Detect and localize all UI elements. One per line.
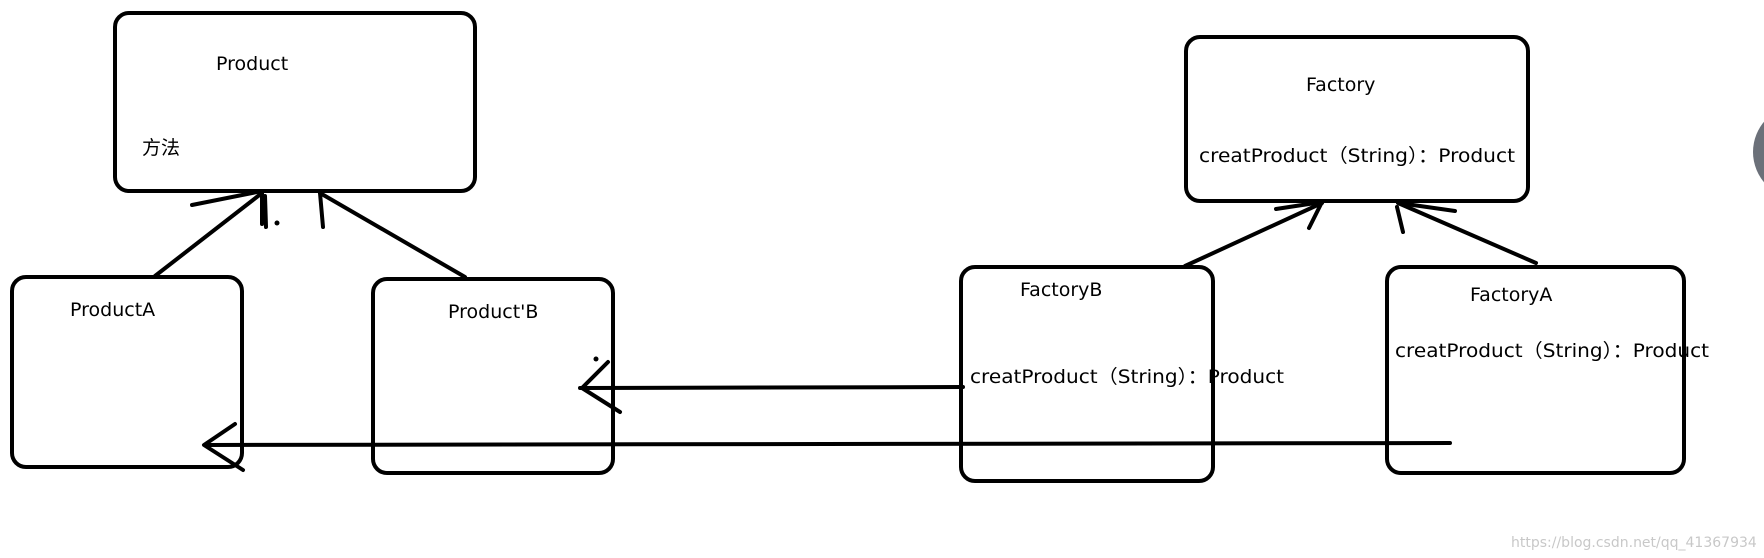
- factory-b-creates-arrowhead: [580, 360, 622, 414]
- product-b-inherit-arrowhead: [318, 191, 325, 229]
- watermark-text: https://blog.csdn.net/qq_41367934: [1511, 535, 1757, 551]
- product-box: [113, 11, 477, 193]
- dot-mark: [593, 356, 599, 362]
- product-a-inherit-line: [153, 191, 264, 278]
- factory-a-inherit-line: [1396, 201, 1538, 265]
- product-tick-mark: [263, 194, 268, 229]
- side-circle: [1753, 121, 1764, 183]
- factory-b-creates-line: [578, 385, 965, 390]
- factory-b-method: creatProduct（String）：Product: [970, 366, 1284, 388]
- factory-b-title: FactoryB: [1020, 279, 1102, 301]
- factory-a-creates-line: [203, 441, 1452, 447]
- factory-a-title: FactoryA: [1470, 284, 1552, 306]
- factory-title: Factory: [1306, 74, 1375, 96]
- product-a-box: [10, 275, 244, 469]
- factory-b-box: [959, 265, 1215, 483]
- factory-b-inherit-line: [1183, 201, 1324, 268]
- factory-b-inherit-arrowhead: [1274, 200, 1324, 230]
- factory-a-creates-arrowhead: [202, 422, 245, 472]
- product-a-inherit-arrowhead: [190, 189, 264, 226]
- factory-method: creatProduct（String）：Product: [1199, 145, 1515, 167]
- factory-a-box: [1385, 265, 1686, 475]
- product-method: 方法: [142, 137, 180, 159]
- factory-box: [1184, 35, 1530, 203]
- product-b-inherit-line: [318, 191, 467, 279]
- product-b-box: [371, 277, 615, 475]
- factory-a-method: creatProduct（String）：Product: [1395, 340, 1709, 362]
- dot-mark: [274, 220, 280, 226]
- product-b-title: Product'B: [448, 301, 538, 323]
- factory-tick-mark: [1395, 205, 1405, 234]
- factory-a-inherit-arrowhead: [1397, 201, 1457, 213]
- product-a-title: ProductA: [70, 299, 155, 321]
- product-title: Product: [216, 53, 288, 75]
